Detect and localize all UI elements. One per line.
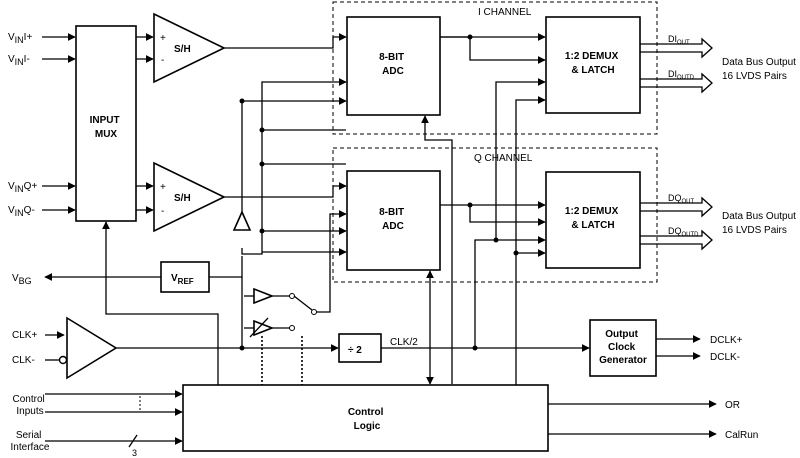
q-channel-frame <box>332 147 658 283</box>
vin-i-plus-label: VINI+ <box>8 32 32 45</box>
dclk-minus-label: DCLK- <box>710 352 740 363</box>
i-channel-frame <box>332 1 658 135</box>
clock-input-buffer <box>66 316 118 380</box>
vbg-label: VBG <box>12 273 32 286</box>
i-channel-label: I CHANNEL <box>478 7 532 18</box>
adc-q-label: 8-BIT ADC <box>379 207 407 232</box>
switch-common-line <box>316 210 347 313</box>
dq-out-bus: DQOUT <box>640 193 713 218</box>
junction <box>467 202 473 208</box>
svg-text:+: + <box>160 33 166 44</box>
output-clock-generator-label: Output Clock Generator <box>599 329 647 366</box>
svg-text:DQOUTD: DQOUTD <box>668 226 699 238</box>
di-out-bus: DIOUT <box>640 34 713 59</box>
sh-i-to-adc <box>224 33 347 49</box>
serial-interface-label: Serial Interface <box>11 430 50 453</box>
svg-text:DIOUT: DIOUT <box>668 34 690 46</box>
vin-q-minus-label: VINQ- <box>8 205 35 218</box>
ref-to-adc-i <box>241 97 347 212</box>
sh-i-amplifier: + - S/H <box>153 12 226 84</box>
div2-block <box>338 333 382 363</box>
switch-buffer-lower <box>244 317 295 338</box>
vin-i-minus-label: VINI- <box>8 54 30 67</box>
control-logic-block <box>182 384 549 452</box>
junction <box>259 127 265 133</box>
adc-q-to-demux-2 <box>469 205 546 226</box>
junction <box>259 161 265 167</box>
dclk-plus-label: DCLK+ <box>710 335 743 346</box>
clk-plus-label: CLK+ <box>12 330 37 341</box>
bus-q-label: Data Bus Output 16 LVDS Pairs <box>722 211 799 236</box>
di-outd-bus: DIOUTD <box>640 69 713 94</box>
input-mux-label: INPUT MUX <box>90 115 123 140</box>
clk-minus-label: CLK- <box>12 355 35 366</box>
demux-q-label: 1:2 DEMUX & LATCH <box>565 206 621 231</box>
control-logic-label: Control Logic <box>348 407 386 432</box>
svg-text:VINI-: VINI- <box>8 54 30 67</box>
control-to-demux-i <box>515 96 546 385</box>
junction <box>259 228 265 234</box>
junction <box>513 250 519 256</box>
junction <box>239 98 245 104</box>
dq-outd-bus: DQOUTD <box>640 226 713 251</box>
svg-text:-: - <box>161 55 164 66</box>
svg-text:-: - <box>161 206 164 217</box>
div2-label: ÷ 2 <box>348 345 362 356</box>
junction <box>467 34 473 40</box>
svg-text:S/H: S/H <box>174 44 191 55</box>
demux-i-label: 1:2 DEMUX & LATCH <box>565 51 621 76</box>
control-to-adc-i <box>421 115 453 384</box>
clk2-label: CLK/2 <box>390 337 418 348</box>
calrun-label: CalRun <box>725 430 758 441</box>
q-channel-label: Q CHANNEL <box>474 153 533 164</box>
switch-buffer-upper <box>244 287 317 315</box>
svg-text:DIOUTD: DIOUTD <box>668 69 695 81</box>
serial-bus-slash <box>128 434 138 448</box>
output-clock-generator-block <box>589 319 657 377</box>
clk-minus-inverter-bubble <box>58 355 68 365</box>
vref-block <box>160 261 210 293</box>
adc-i-block <box>346 16 441 116</box>
adc-i-label: 8-BIT ADC <box>379 52 407 77</box>
vref-label: VREF <box>171 273 194 286</box>
demux-q-block <box>545 171 641 269</box>
clk2-to-demux-i <box>474 78 546 348</box>
svg-text:VINQ-: VINQ- <box>8 205 35 218</box>
input-mux-block <box>75 25 137 222</box>
adc-q-block <box>346 170 441 271</box>
control-to-input-mux <box>102 221 219 385</box>
svg-text:DQOUT: DQOUT <box>668 193 695 205</box>
or-label: OR <box>725 400 740 411</box>
junction <box>239 345 245 351</box>
vref-to-buffer <box>209 256 243 278</box>
svg-text:VINQ+: VINQ+ <box>8 181 37 194</box>
junction <box>493 237 499 243</box>
svg-text:VINI+: VINI+ <box>8 32 32 45</box>
bus-i-label: Data Bus Output 16 LVDS Pairs <box>722 57 799 82</box>
adc-i-to-demux-2 <box>440 36 546 64</box>
control-inputs-label: Control Inputs <box>12 394 47 417</box>
vin-q-plus-label: VINQ+ <box>8 181 37 194</box>
serial-bus-width: 3 <box>132 448 137 458</box>
ref-buffer-amplifier <box>232 210 252 231</box>
sh-q-to-adc <box>224 182 347 198</box>
demux-i-block <box>545 16 641 114</box>
sh-q-amplifier: + - S/H <box>153 161 226 233</box>
ref-to-adc-q <box>241 78 347 255</box>
svg-text:S/H: S/H <box>174 193 191 204</box>
svg-text:+: + <box>160 182 166 193</box>
